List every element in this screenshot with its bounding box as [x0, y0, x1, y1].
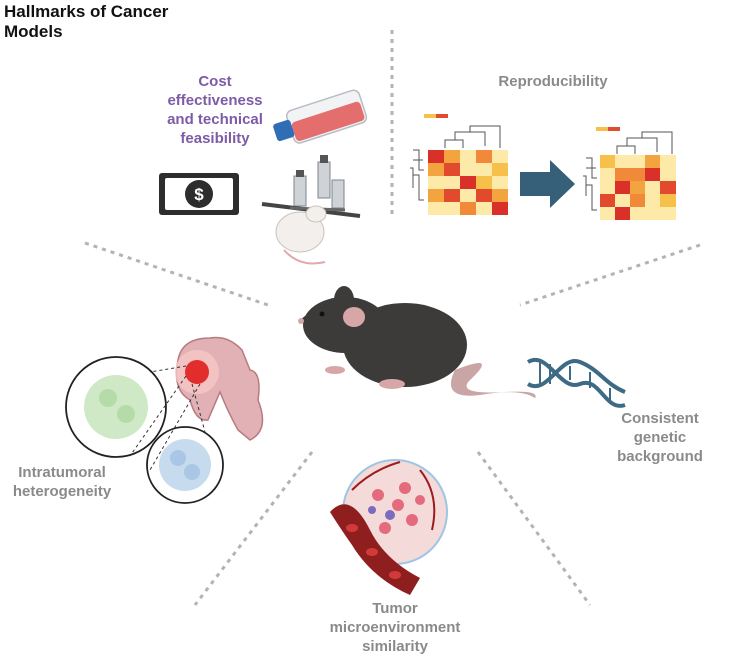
label-cost-line-3: and technical	[167, 111, 263, 128]
divider-upper-left	[84, 241, 269, 307]
label-genetic-line-3: background	[617, 448, 703, 465]
label-cost-line-1: Cost	[198, 73, 232, 90]
label-cost-line-4: feasibility	[180, 130, 250, 147]
label-cost-line-2: effectiveness	[167, 92, 263, 109]
figure-title: Hallmarks of Cancer Models	[4, 2, 168, 42]
label-tumor-line-2: microenvironment	[329, 619, 461, 636]
divider-upper-right	[519, 243, 701, 307]
label-tumor-line-1: Tumor	[372, 600, 418, 617]
label-reproducibility-line-1: Reproducibility	[498, 73, 608, 90]
label-cost-effectiveness: Cost effectiveness and technical feasibi…	[150, 72, 280, 148]
heatmap-after	[583, 127, 676, 220]
stereotaxic-mouse-icon	[261, 155, 361, 265]
divider-lines	[84, 30, 701, 606]
label-intratumoral-line-2: heterogeneity	[12, 483, 112, 500]
label-intratumoral-heterogeneity: Intratumoral heterogeneity	[2, 463, 122, 501]
svg-text:$: $	[194, 185, 204, 204]
label-genetic-line-1: Consistent	[621, 410, 699, 427]
culture-flask-icon	[273, 89, 368, 144]
heatmap-before	[410, 114, 508, 215]
money-bill-icon: $	[159, 173, 239, 215]
arrow-right-icon	[520, 160, 575, 208]
label-reproducibility: Reproducibility	[478, 72, 628, 91]
figure-title-line-1: Hallmarks of Cancer	[4, 2, 169, 21]
label-tumor-microenvironment: Tumor microenvironment similarity	[320, 599, 470, 656]
figure-title-line-2: Models	[4, 22, 63, 41]
black-mouse-icon	[298, 286, 536, 398]
dna-helix-icon	[526, 357, 626, 408]
divider-lower-right	[476, 451, 592, 606]
label-genetic-line-2: genetic	[633, 429, 687, 446]
label-intratumoral-line-1: Intratumoral	[18, 464, 106, 481]
label-consistent-genetic-background: Consistent genetic background	[610, 409, 710, 466]
brain-tumor-icon	[65, 336, 264, 504]
label-tumor-line-3: similarity	[362, 638, 428, 655]
tumor-microenvironment-icon	[330, 459, 448, 595]
